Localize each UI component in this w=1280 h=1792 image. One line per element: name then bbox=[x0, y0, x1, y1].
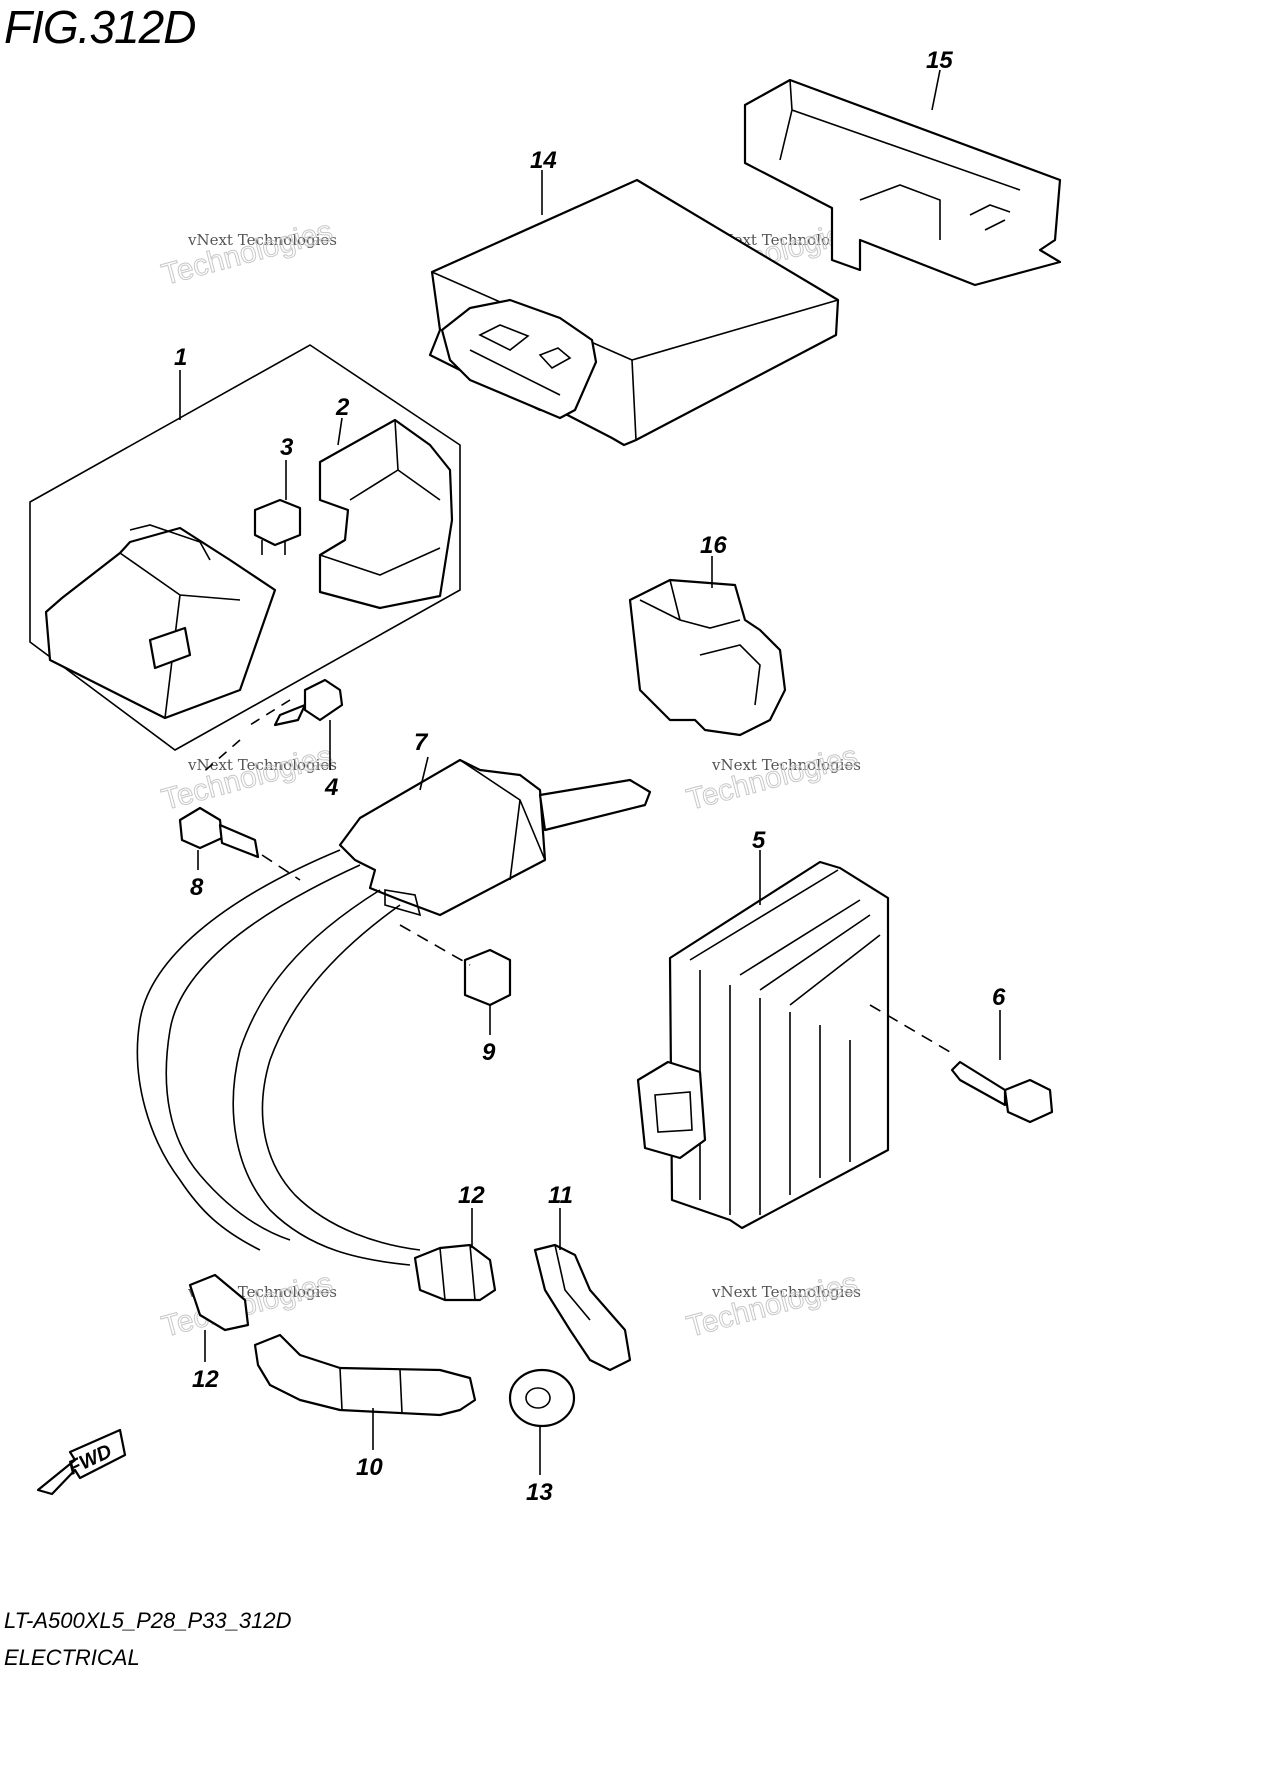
part-12-boot-right bbox=[413, 1243, 497, 1302]
part-14-ecm bbox=[428, 178, 840, 447]
watermark-text: vNext Technologies bbox=[711, 231, 861, 249]
part-13-washer bbox=[508, 1368, 576, 1428]
callout-12: 12 bbox=[192, 1366, 219, 1393]
part-6-bolt bbox=[869, 1004, 1054, 1124]
callout-4: 4 bbox=[324, 774, 338, 801]
figure-title: FIG.312D bbox=[4, 1, 196, 53]
ignition-leads bbox=[136, 849, 421, 1266]
callout-11: 11 bbox=[548, 1182, 573, 1209]
part-8-bolt bbox=[178, 806, 301, 881]
part-5-regulator bbox=[636, 860, 890, 1230]
callouts: 15 14 1 2 3 4 16 7 5 8 9 6 11 12 12 10 1… bbox=[174, 47, 1006, 1506]
part-11-plug-cap bbox=[533, 1243, 632, 1372]
watermark-text: Technologies bbox=[158, 215, 336, 292]
callout-6: 6 bbox=[992, 984, 1006, 1011]
callout-9: 9 bbox=[482, 1039, 496, 1066]
callout-2: 2 bbox=[335, 394, 350, 421]
callout-1: 1 bbox=[174, 344, 187, 371]
callout-15: 15 bbox=[926, 47, 953, 74]
watermark-text: Technologies bbox=[158, 740, 336, 817]
watermark-text: Technologies bbox=[683, 1267, 861, 1344]
watermark-text: Technologies bbox=[683, 740, 861, 817]
watermark-text: Technologies bbox=[158, 1267, 336, 1344]
leader-lines bbox=[179, 69, 1001, 1475]
part-10-plug-cap bbox=[253, 1333, 477, 1417]
watermark-text: vNext Technologies bbox=[187, 756, 337, 774]
part-9-collar bbox=[399, 924, 512, 1007]
part-15-cover bbox=[743, 78, 1062, 287]
callout-5: 5 bbox=[752, 827, 766, 854]
part-4-bolt bbox=[199, 678, 344, 776]
part-7-ignition-coil bbox=[338, 758, 652, 917]
part-1-relay-box bbox=[29, 344, 461, 751]
part-12-boot-left bbox=[188, 1273, 250, 1332]
callout-14: 14 bbox=[530, 147, 557, 174]
callout-13: 13 bbox=[526, 1479, 553, 1506]
watermark-text: vNext Technologies bbox=[711, 756, 861, 774]
callout-12: 12 bbox=[458, 1182, 485, 1209]
callout-16: 16 bbox=[700, 532, 727, 559]
callout-8: 8 bbox=[190, 874, 204, 901]
model-code: LT-A500XL5_P28_P33_312D bbox=[4, 1608, 292, 1633]
part-16-connector bbox=[628, 578, 787, 737]
callout-7: 7 bbox=[414, 729, 429, 756]
callout-3: 3 bbox=[280, 434, 294, 461]
watermark-text: vNext Technologies bbox=[187, 231, 337, 249]
section-title: ELECTRICAL bbox=[4, 1645, 140, 1670]
watermark-text: vNext Technologies bbox=[711, 1283, 861, 1301]
callout-10: 10 bbox=[356, 1454, 383, 1481]
fwd-arrow: FWD bbox=[36, 1428, 127, 1496]
